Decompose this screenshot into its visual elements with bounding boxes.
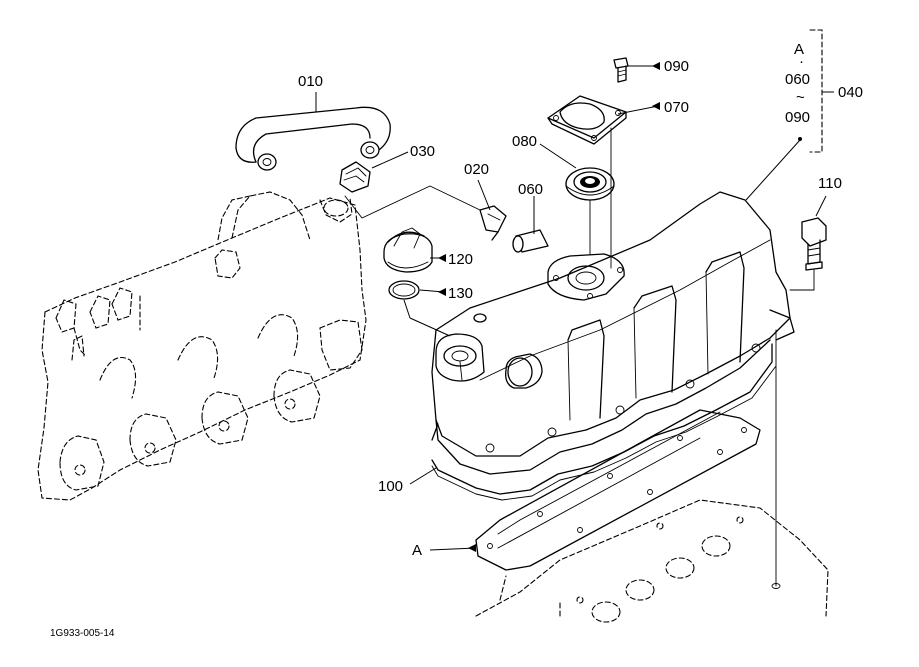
cover-gasket [431,343,777,501]
label-090: 090 [664,58,689,75]
label-030: 030 [410,143,435,160]
label-060: 060 [518,181,543,198]
hose-clamp [339,161,371,193]
intake-manifold [37,191,367,501]
label-100: 100 [378,478,403,495]
cylinder-head [475,499,829,623]
group-label-a: A [794,41,804,58]
diaphragm [565,167,615,201]
label-010: 010 [298,73,323,90]
hose-clip [479,205,507,241]
breather-tube [512,229,549,253]
breather-routing-line [344,185,481,219]
group-bracket [809,29,823,153]
breather-cover [547,95,627,145]
breather-hose [235,106,391,171]
cylinder-head-cover [431,191,795,475]
group-from: 060 [785,71,810,88]
label-040: 040 [838,84,863,101]
label-130: 130 [448,285,473,302]
label-110: 110 [818,175,842,192]
head-plate [475,409,761,571]
oil-filler-cap [383,227,433,273]
label-080: 080 [512,133,537,150]
figure-id: 1G933-005-14 [50,628,115,639]
label-020: 020 [464,161,489,178]
bolt-110-leader [789,269,815,291]
bolt-110 [801,217,827,271]
label-120: 120 [448,251,473,268]
group-tilde: ~ [796,89,805,106]
o-ring [388,280,420,300]
label-a-plate: A [412,542,422,559]
label-070: 070 [664,99,689,116]
group-dot: · [799,53,804,70]
bolt-090 [613,57,629,83]
group-to: 090 [785,109,810,126]
